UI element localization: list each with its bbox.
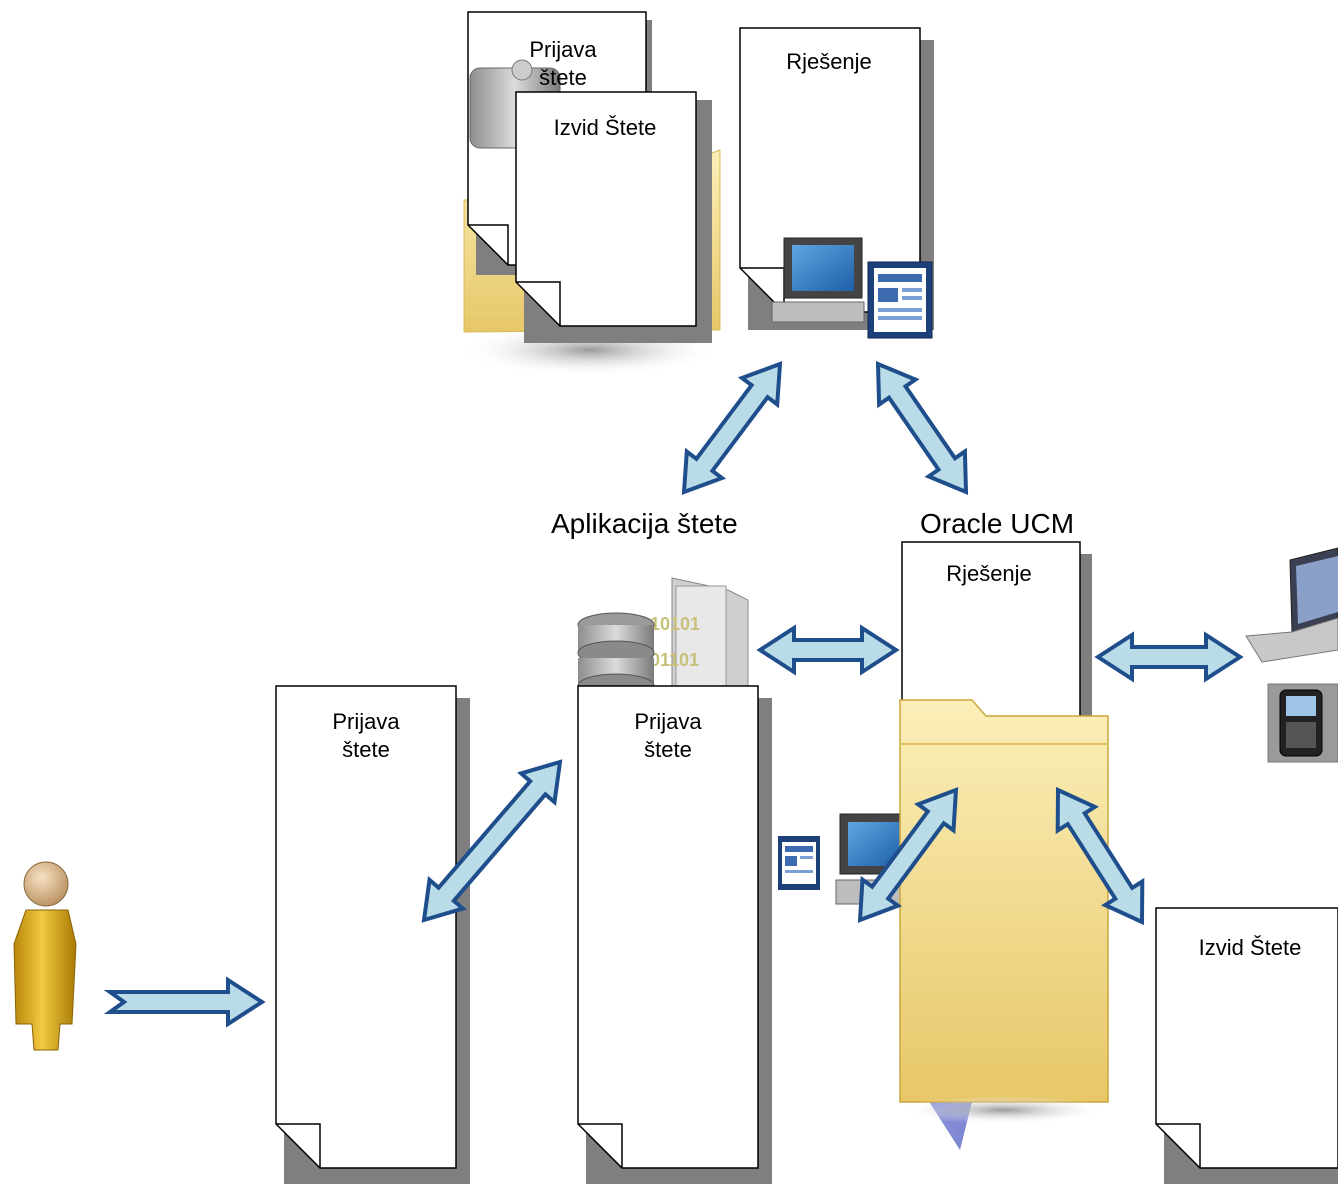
doc-bottom-right bbox=[1155, 907, 1338, 1184]
smartphone-icon bbox=[1267, 683, 1338, 763]
arrow-app-to-top bbox=[681, 361, 783, 495]
doc-label-bottom-mid: Prijava štete bbox=[634, 709, 702, 762]
computer-icon-top bbox=[771, 237, 933, 339]
arrows-layer bbox=[103, 360, 1244, 1028]
arrow-ucm-to-top bbox=[875, 360, 969, 496]
doc-top-left-front bbox=[515, 91, 712, 343]
arrow-ucm-to-scan bbox=[857, 787, 959, 923]
doc-label-center: Rješenje bbox=[946, 561, 1032, 586]
label-aplikacija: Aplikacija štete bbox=[551, 508, 738, 539]
arrow-ucm-to-izvid bbox=[1055, 786, 1145, 926]
arrow-db-to-ucm bbox=[756, 624, 900, 676]
laptop-icon bbox=[1245, 547, 1338, 663]
arrow-doc-to-db bbox=[421, 759, 563, 923]
doc-label-bottom-right: Izvid Štete bbox=[1198, 935, 1302, 960]
svg-text:10101: 10101 bbox=[650, 614, 700, 634]
label-oracle-ucm: Oracle UCM bbox=[920, 508, 1075, 539]
doc-bottom-mid bbox=[577, 685, 772, 1184]
svg-text:01101: 01101 bbox=[650, 650, 699, 670]
arrow-ucm-to-devices bbox=[1094, 631, 1244, 683]
doc-bottom-left bbox=[275, 685, 470, 1184]
arrow-person-to-doc bbox=[103, 976, 266, 1028]
doc-label-top-right: Rješenje bbox=[786, 49, 872, 74]
doc-label-top-left-back: Prijava štete bbox=[529, 37, 597, 90]
folder-icon-bottom bbox=[899, 699, 1109, 1150]
person-icon bbox=[13, 861, 77, 1051]
doc-label-bottom-left: Prijava štete bbox=[332, 709, 400, 762]
doc-label-top-left-front: Izvid Štete bbox=[553, 115, 657, 140]
